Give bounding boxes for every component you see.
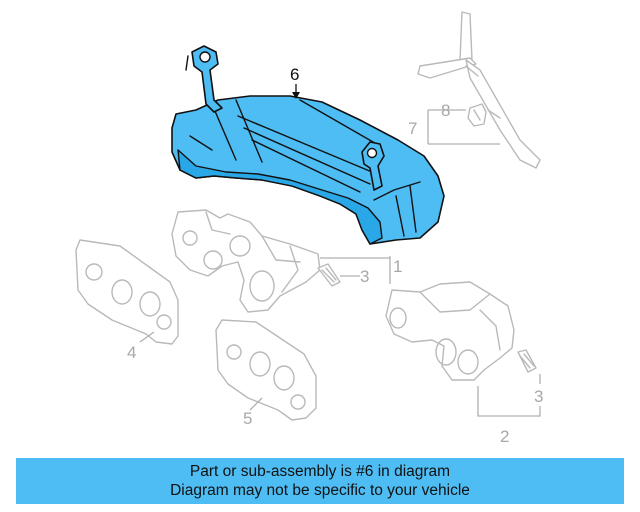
stud-upper-part — [317, 263, 341, 287]
heat-shield-part[interactable] — [171, 45, 445, 245]
manifold-right-part — [385, 281, 515, 381]
callout-3-upper: 3 — [360, 267, 369, 286]
info-banner: Part or sub-assembly is #6 in diagram Di… — [16, 458, 624, 504]
callout-3-lower: 3 — [534, 387, 543, 406]
callout-7: 7 — [408, 119, 417, 138]
callout-8: 8 — [441, 101, 450, 120]
callout-1: 1 — [393, 257, 402, 276]
callout-6: 6 — [290, 65, 300, 99]
banner-line-2: Diagram may not be specific to your vehi… — [170, 482, 470, 499]
stud-lower-part — [517, 349, 537, 373]
callout-4: 4 — [127, 343, 136, 362]
clip-part — [467, 103, 487, 127]
banner-line-1: Part or sub-assembly is #6 in diagram — [189, 463, 451, 480]
bracket-part — [417, 11, 541, 169]
manifold-left-part — [171, 209, 321, 313]
callout-2: 2 — [500, 427, 509, 446]
gasket-4-part — [75, 239, 179, 345]
gasket-5-part — [215, 319, 317, 421]
callout-5: 5 — [243, 409, 252, 428]
svg-text:6: 6 — [290, 65, 299, 84]
callout-leaders — [139, 109, 541, 417]
